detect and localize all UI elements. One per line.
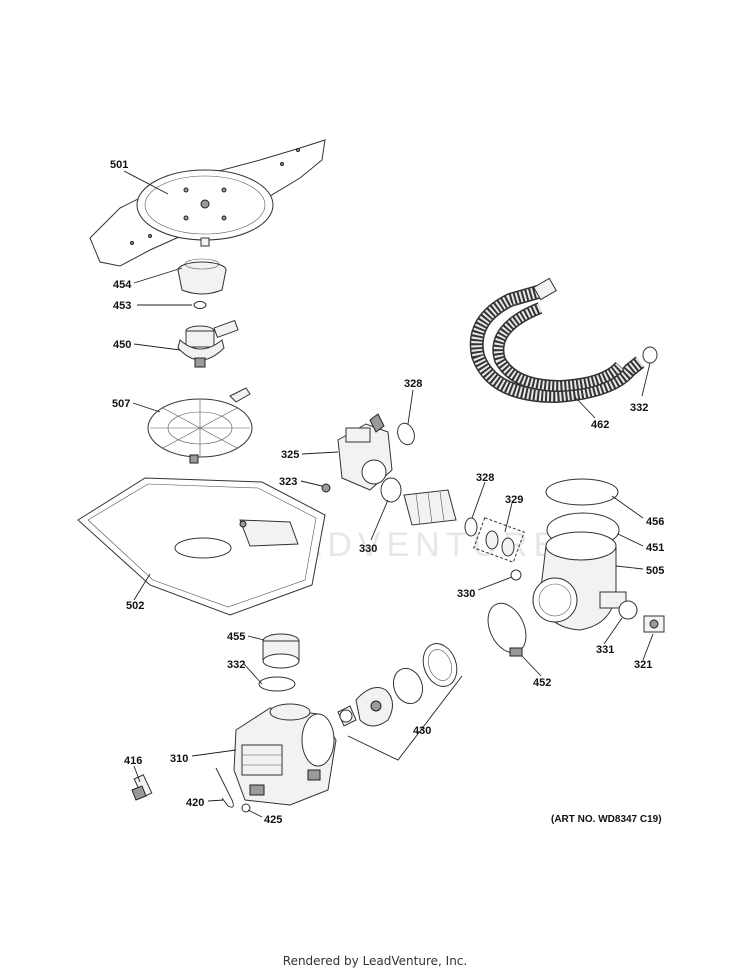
callout-454: 454 <box>113 279 132 291</box>
callout-450: 450 <box>113 339 131 351</box>
part-456-gasket <box>545 478 619 506</box>
callout-323: 323 <box>279 476 297 488</box>
callout-321: 321 <box>634 659 652 671</box>
footer-credit: Rendered by LeadVenture, Inc. <box>282 954 468 968</box>
callout-331: 331 <box>596 644 614 656</box>
part-328-seal-middle <box>464 517 478 537</box>
part-455-coupling <box>262 633 300 669</box>
callout-330-left: 330 <box>359 543 377 555</box>
callout-labels: 501 454 453 450 507 502 455 332 310 416 … <box>110 159 664 826</box>
part-502-tray <box>77 477 326 616</box>
callout-425: 425 <box>264 814 282 826</box>
callout-420: 420 <box>186 797 204 809</box>
part-450-manifold <box>177 319 239 368</box>
part-332-hose-clamp <box>642 346 658 364</box>
callout-329: 329 <box>505 494 523 506</box>
callout-325: 325 <box>281 449 299 461</box>
part-drain-tube <box>403 489 457 526</box>
callout-416: 416 <box>124 755 142 767</box>
part-462-drain-hose <box>469 277 645 404</box>
callout-452: 452 <box>533 677 551 689</box>
part-328-seal-top <box>397 422 415 446</box>
part-321-fitting <box>643 615 665 633</box>
callout-502: 502 <box>126 600 144 612</box>
callout-456: 456 <box>646 516 664 528</box>
part-454-spray-arm-mount <box>177 258 227 295</box>
callout-332-hose: 332 <box>630 402 648 414</box>
part-325-drain-pump <box>337 413 393 491</box>
callout-430: 430 <box>413 725 431 737</box>
callout-462: 462 <box>591 419 609 431</box>
part-501-spray-arm <box>89 139 326 267</box>
callout-330-right: 330 <box>457 588 475 600</box>
part-332-clamp <box>258 676 296 692</box>
leader-lines <box>123 170 654 818</box>
callout-507: 507 <box>112 398 130 410</box>
part-505-sump <box>532 531 627 631</box>
part-330-clamp-left <box>380 477 402 503</box>
part-416-screw <box>131 774 153 801</box>
part-329-check-valve <box>473 517 525 563</box>
part-430-assembly <box>337 643 458 727</box>
part-331-ring <box>618 600 638 620</box>
art-number: (ART NO. WD8347 C19) <box>551 814 662 825</box>
callout-455: 455 <box>227 631 245 643</box>
callout-310: 310 <box>170 753 188 765</box>
callout-453: 453 <box>113 300 131 312</box>
callout-332: 332 <box>227 659 245 671</box>
part-420-wire <box>215 767 234 808</box>
part-323-fitting <box>321 483 331 493</box>
part-310-pump-motor <box>233 703 337 806</box>
callout-328-middle: 328 <box>476 472 494 484</box>
part-330-clamp-right <box>510 569 522 581</box>
part-453-o-ring <box>193 301 207 309</box>
callout-505: 505 <box>646 565 664 577</box>
callout-501: 501 <box>110 159 128 171</box>
callout-328-top: 328 <box>404 378 422 390</box>
callout-451: 451 <box>646 542 664 554</box>
part-507-filter <box>147 387 253 464</box>
part-452-clamp <box>487 602 527 657</box>
